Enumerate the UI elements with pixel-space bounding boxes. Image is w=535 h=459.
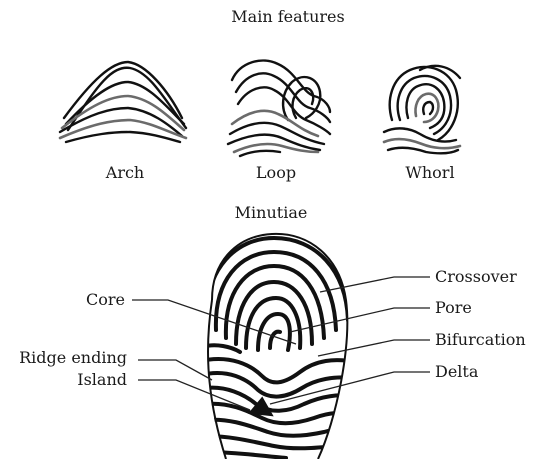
whorl-pattern-icon (384, 66, 460, 153)
ridge-ending-leader (138, 360, 212, 380)
bifurcation-leader (318, 340, 430, 356)
fingerprint-icon (206, 234, 356, 459)
loop-pattern-icon (228, 61, 330, 156)
crossover-leader (320, 277, 430, 292)
arch-pattern-icon (60, 62, 186, 142)
